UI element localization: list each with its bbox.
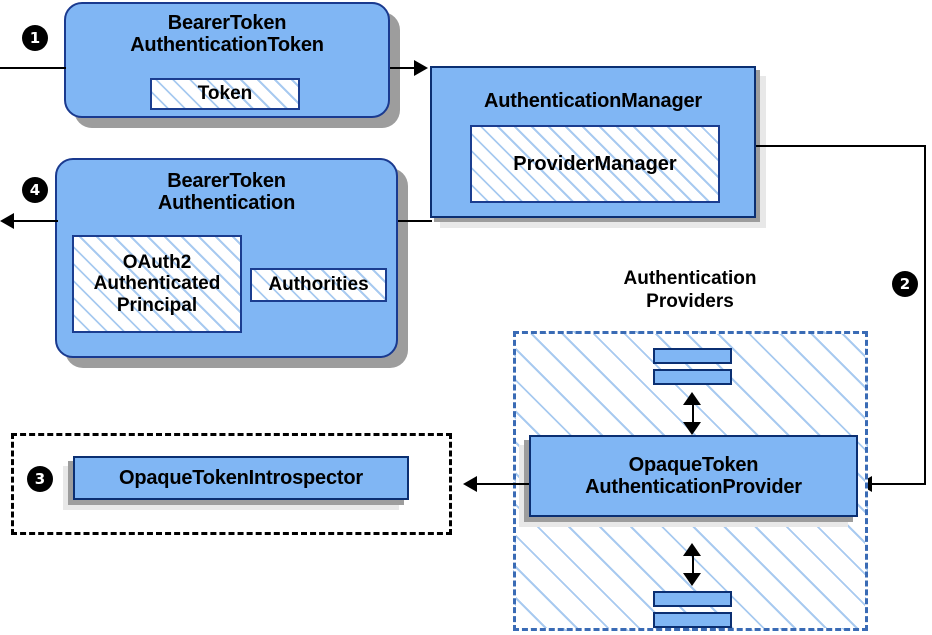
manager-to-provider-line-top [756, 145, 926, 147]
provider-top-connector-line [692, 396, 694, 428]
bearer-token-authentication-token-box[interactable]: BearerToken AuthenticationToken [64, 2, 390, 118]
bearer-token-authentication-title-line1: BearerToken [167, 170, 286, 192]
step-badge-3: 3 [27, 466, 53, 492]
step-badge-2: 2 [892, 271, 918, 297]
provider-manager-label: ProviderManager [513, 152, 677, 175]
opaque-token-introspector-box[interactable]: OpaqueTokenIntrospector [73, 456, 409, 500]
manager-to-provider-line-bottom [872, 483, 926, 485]
manager-to-authentication-line [398, 220, 432, 222]
step4-outgoing-arrowhead [0, 213, 14, 229]
token-to-manager-arrowhead [414, 60, 428, 76]
token-to-manager-line [390, 67, 418, 69]
provider-bottom-connector-line [692, 547, 694, 579]
opaque-token-authentication-provider-title-line2: AuthenticationProvider [585, 476, 802, 498]
provider-to-introspector-arrowhead [463, 476, 477, 492]
oauth2-authenticated-principal-inner-box[interactable]: OAuth2 Authenticated Principal [72, 235, 242, 333]
opaque-token-authentication-provider-title-line1: OpaqueToken [628, 453, 759, 476]
token-inner-label: Token [197, 83, 253, 105]
step1-incoming-line [0, 67, 66, 69]
authorities-inner-box[interactable]: Authorities [250, 268, 387, 302]
provider-top-connector-arrow-up [683, 392, 701, 405]
step4-outgoing-line [14, 220, 58, 222]
authentication-providers-label: Authentication Providers [565, 268, 815, 314]
provider-manager-inner-box[interactable]: ProviderManager [470, 125, 720, 203]
provider-stub-top-bar1 [653, 348, 732, 364]
bearer-token-authentication-token-title-line1: BearerToken [167, 12, 287, 34]
oauth2-principal-line3: Principal [116, 294, 198, 316]
provider-stub-bottom-bar1 [653, 591, 732, 607]
step-badge-1: 1 [22, 25, 48, 51]
oauth2-principal-line2: Authenticated [93, 273, 221, 295]
provider-to-introspector-line [477, 483, 529, 485]
token-inner-box[interactable]: Token [150, 78, 300, 110]
bearer-token-authentication-token-title-line2: AuthenticationToken [130, 34, 324, 57]
oauth2-principal-line1: OAuth2 [122, 252, 192, 274]
step-badge-4: 4 [22, 177, 48, 203]
provider-stub-bottom-bar2 [653, 612, 732, 628]
authorities-label: Authorities [268, 274, 369, 296]
provider-stub-top-bar2 [653, 369, 732, 385]
bearer-token-authentication-title-line2: Authentication [157, 192, 296, 215]
provider-bottom-connector-arrow-up [683, 543, 701, 556]
authentication-providers-label-line2: Providers [646, 290, 734, 312]
provider-bottom-connector-arrow-down [683, 573, 701, 586]
opaque-token-authentication-provider-box[interactable]: OpaqueToken AuthenticationProvider [529, 435, 858, 517]
opaque-token-introspector-title: OpaqueTokenIntrospector [119, 466, 363, 489]
authentication-providers-label-line1: Authentication [623, 268, 757, 289]
provider-top-connector-arrow-down [683, 422, 701, 435]
manager-to-provider-line-vert [924, 145, 926, 483]
authentication-manager-title: AuthenticationManager [483, 90, 703, 112]
